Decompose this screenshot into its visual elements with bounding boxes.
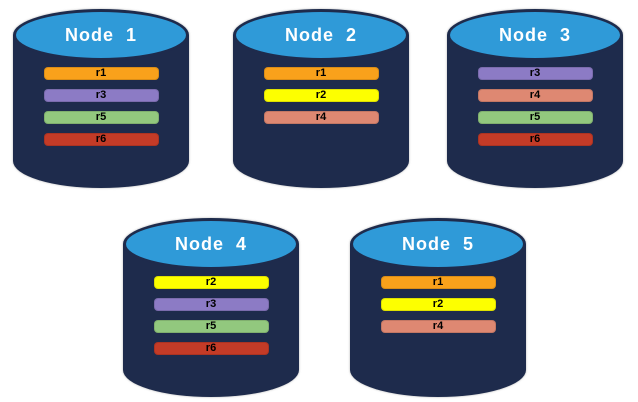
node-cylinder-3: Node 3 r3 r4 r5 r6 — [447, 9, 623, 188]
replica-label: r6 — [95, 133, 107, 145]
replica-list: r1 r2 r4 — [233, 67, 409, 124]
replica-label: r4 — [315, 111, 327, 123]
replica-label: r1 — [95, 67, 107, 79]
replica-bar: r5 — [477, 111, 593, 124]
replica-bar: r3 — [43, 89, 159, 102]
replica-label: r3 — [529, 67, 541, 79]
replica-bar: r2 — [380, 298, 496, 311]
node-title: Node 3 — [498, 24, 571, 45]
replica-bar: r6 — [477, 133, 593, 146]
replica-bar: r5 — [153, 320, 269, 333]
replica-list: r1 r2 r4 — [350, 276, 526, 333]
node-cylinder-4: Node 4 r2 r3 r5 r6 — [123, 218, 299, 397]
node-title: Node 5 — [401, 233, 474, 254]
replica-label: r4 — [432, 320, 444, 332]
replica-label: r5 — [95, 111, 107, 123]
replica-bar: r4 — [380, 320, 496, 333]
cylinder-top: Node 3 — [447, 9, 623, 61]
node-title: Node 4 — [174, 233, 247, 254]
cylinder-top: Node 1 — [13, 9, 189, 61]
replica-label: r4 — [529, 89, 541, 101]
replica-bar: r4 — [263, 111, 379, 124]
replica-bar: r4 — [477, 89, 593, 102]
replica-bar: r6 — [43, 133, 159, 146]
replica-label: r6 — [205, 342, 217, 354]
replica-label: r2 — [205, 276, 217, 288]
node-cylinder-2: Node 2 r1 r2 r4 — [233, 9, 409, 188]
replica-bar: r1 — [263, 67, 379, 80]
replica-list: r2 r3 r5 r6 — [123, 276, 299, 355]
replica-label: r1 — [432, 276, 444, 288]
replica-bar: r1 — [380, 276, 496, 289]
replica-label: r3 — [205, 298, 217, 310]
replica-bar: r1 — [43, 67, 159, 80]
replica-label: r3 — [95, 89, 107, 101]
cylinder-top: Node 4 — [123, 218, 299, 270]
replica-bar: r3 — [153, 298, 269, 311]
replica-label: r5 — [205, 320, 217, 332]
replica-label: r1 — [315, 67, 327, 79]
replica-label: r5 — [529, 111, 541, 123]
node-cylinder-5: Node 5 r1 r2 r4 — [350, 218, 526, 397]
replica-bar: r5 — [43, 111, 159, 124]
node-title: Node 1 — [64, 24, 137, 45]
node-title: Node 2 — [284, 24, 357, 45]
replica-bar: r2 — [153, 276, 269, 289]
replica-list: r1 r3 r5 r6 — [13, 67, 189, 146]
cylinder-top: Node 2 — [233, 9, 409, 61]
replica-label: r2 — [315, 89, 327, 101]
replica-bar: r6 — [153, 342, 269, 355]
node-cylinder-1: Node 1 r1 r3 r5 r6 — [13, 9, 189, 188]
replica-list: r3 r4 r5 r6 — [447, 67, 623, 146]
replica-label: r2 — [432, 298, 444, 310]
cylinder-top: Node 5 — [350, 218, 526, 270]
replica-bar: r3 — [477, 67, 593, 80]
replica-label: r6 — [529, 133, 541, 145]
replica-bar: r2 — [263, 89, 379, 102]
